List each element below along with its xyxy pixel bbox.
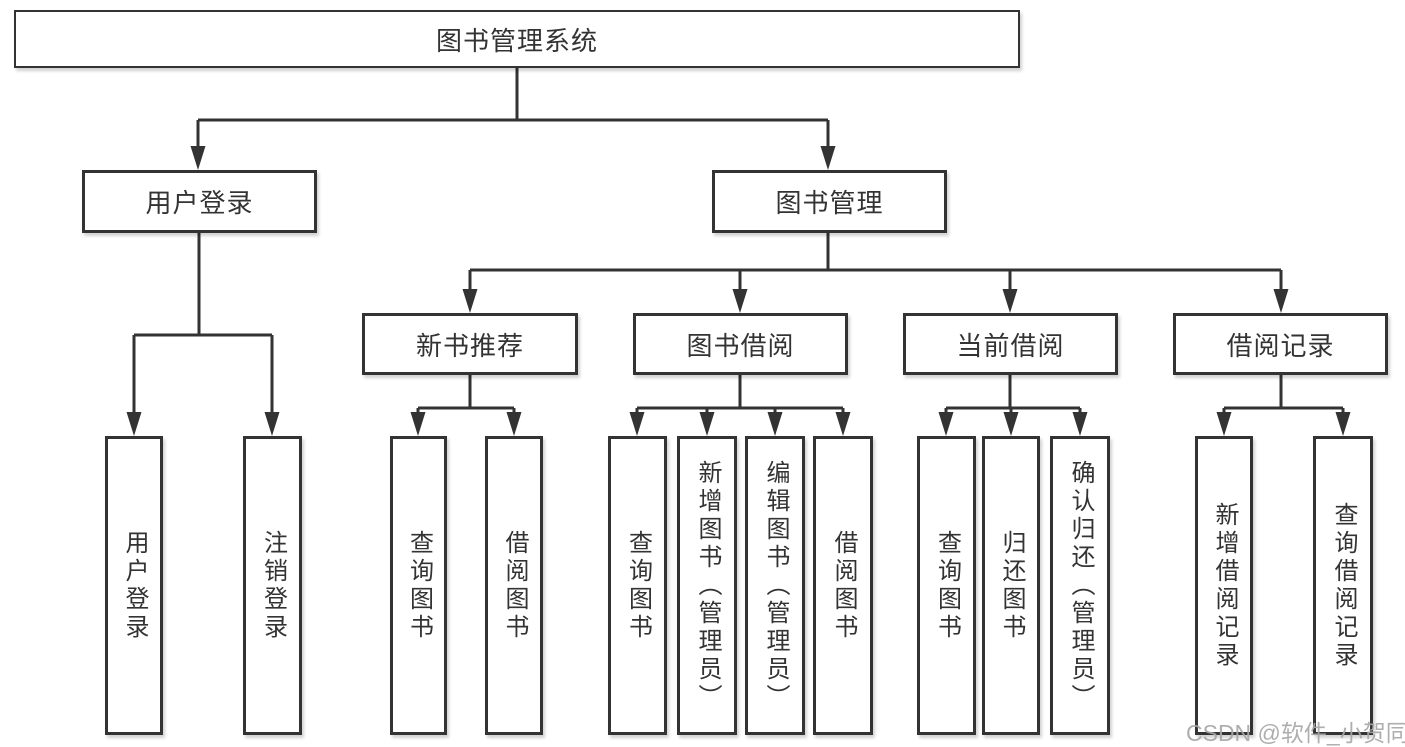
- node-logout-leaf: 注销登录: [243, 436, 302, 735]
- csdn-watermark: CSDN @软件_小贺同学: [1186, 720, 1405, 746]
- node-label: 借阅图书: [501, 529, 528, 642]
- node-label: 借阅图书: [830, 529, 857, 642]
- node-query-books-3: 查询图书: [917, 436, 976, 735]
- node-borrow-books-2: 借阅图书: [813, 436, 873, 735]
- node-book-management-branch: 图书管理: [712, 170, 947, 233]
- node-query-borrow-record: 查询借阅记录: [1313, 436, 1373, 735]
- node-book-borrowing: 图书借阅: [633, 313, 848, 375]
- node-label: 查询图书: [933, 529, 961, 642]
- node-query-books-1: 查询图书: [390, 436, 447, 735]
- node-new-book-recommend: 新书推荐: [362, 313, 578, 375]
- node-label: 查询图书: [405, 529, 433, 642]
- node-edit-book-admin: 编辑图书（管理员）: [745, 436, 805, 735]
- node-confirm-return-admin: 确认归还（管理员）: [1050, 436, 1110, 735]
- node-label: 查询图书: [624, 529, 652, 642]
- node-user-login-leaf: 用户登录: [105, 436, 163, 735]
- node-label: 编辑图书（管理员）: [762, 459, 789, 712]
- node-label: 注销登录: [259, 529, 287, 642]
- node-label: 新增借阅记录: [1211, 501, 1238, 670]
- node-query-books-2: 查询图书: [608, 436, 667, 735]
- node-user-login-branch: 用户登录: [82, 170, 317, 233]
- node-current-borrowing: 当前借阅: [903, 313, 1118, 375]
- node-add-borrow-record: 新增借阅记录: [1195, 436, 1253, 735]
- node-label: 新增图书（管理员）: [694, 459, 721, 712]
- node-label: 确认归还（管理员）: [1067, 459, 1094, 712]
- node-borrow-records: 借阅记录: [1173, 313, 1388, 375]
- node-return-book: 归还图书: [982, 436, 1040, 735]
- node-add-book-admin: 新增图书（管理员）: [677, 436, 737, 735]
- node-borrow-books-1: 借阅图书: [485, 436, 543, 735]
- node-root: 图书管理系统: [14, 10, 1020, 68]
- node-label: 查询借阅记录: [1330, 501, 1357, 670]
- node-label: 用户登录: [121, 529, 148, 642]
- node-label: 归还图书: [998, 529, 1025, 642]
